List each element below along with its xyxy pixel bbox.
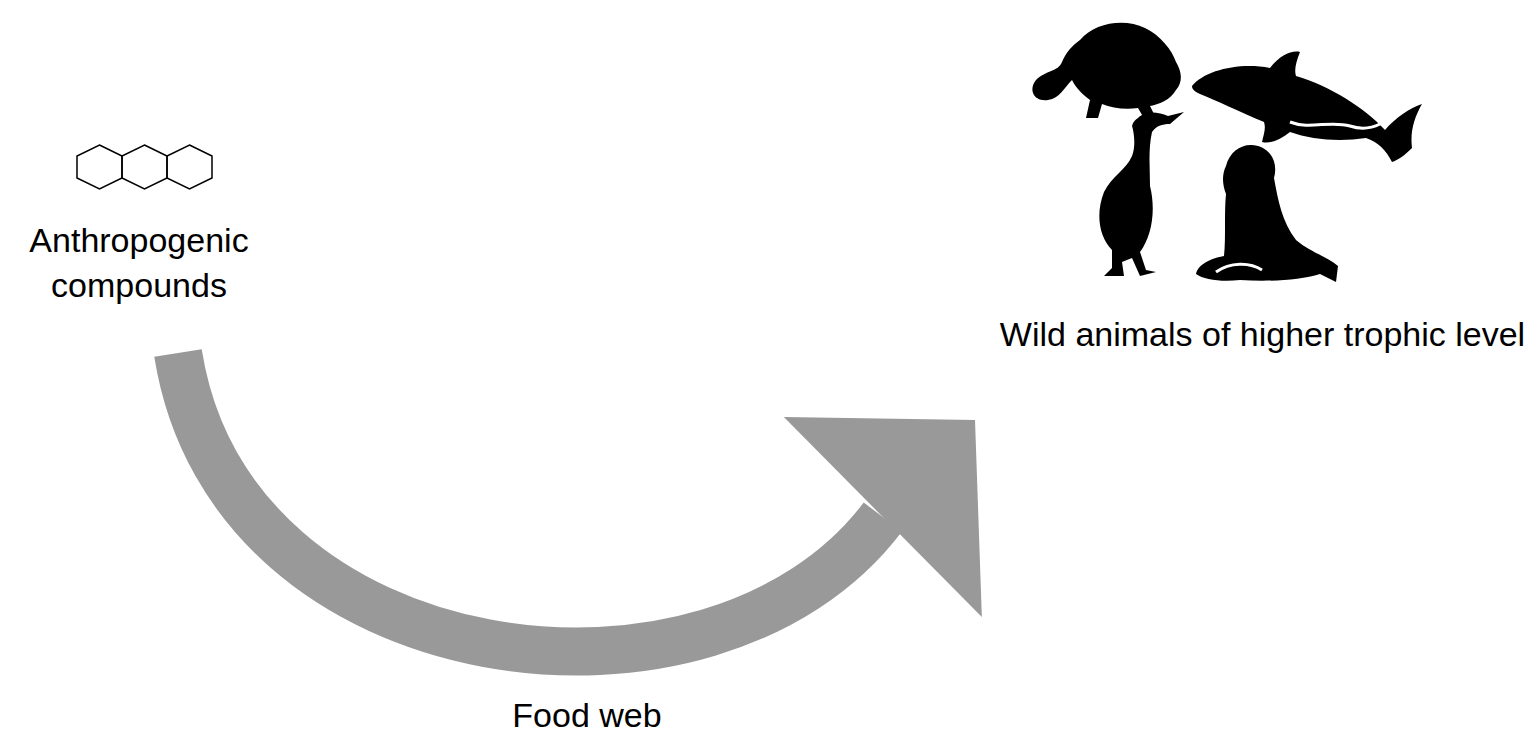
ring-structure-icon [77, 145, 212, 189]
flow-arrow [178, 353, 982, 652]
figure-group: Wild animals of higher trophic level [995, 312, 1530, 357]
arrow-shaft [178, 353, 883, 652]
arrow-head [784, 417, 982, 617]
group-label: Anthropogenic compounds [4, 218, 274, 308]
group-label: Wild animals of higher trophic level [995, 312, 1530, 357]
animal-silhouettes [1032, 23, 1422, 282]
edge-label: Food web [512, 695, 661, 735]
figure-group: Anthropogenic compounds [4, 218, 274, 308]
